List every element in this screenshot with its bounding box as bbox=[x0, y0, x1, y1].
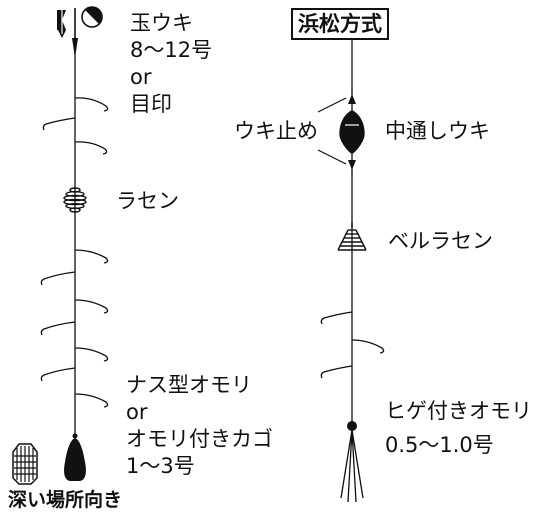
hook-branch bbox=[74, 141, 108, 155]
cage-label: オモリ付きカゴ bbox=[126, 427, 273, 451]
swivel-label: ラセン bbox=[116, 189, 179, 213]
hook-branch bbox=[320, 365, 353, 379]
marker-label: 目印 bbox=[130, 92, 172, 116]
sinker-size-label: 1〜3号 bbox=[126, 454, 195, 478]
left-float-icon bbox=[57, 10, 66, 38]
or-label-1: or bbox=[130, 65, 152, 89]
cage-sinker-icon bbox=[12, 443, 38, 485]
hook-branch bbox=[351, 339, 385, 354]
whisker-sinker-icon bbox=[340, 421, 364, 503]
whisker-sinker-label: ヒゲ付きオモリ bbox=[385, 399, 532, 423]
deep-note-label: 深い場所向き bbox=[8, 489, 123, 511]
hook-branch bbox=[40, 271, 76, 286]
sliding-float-icon bbox=[339, 110, 365, 154]
left-upper-hooks bbox=[42, 97, 109, 155]
float-size-label: 8〜12号 bbox=[130, 38, 213, 62]
bell-swivel-icon bbox=[337, 222, 367, 251]
hook-branch bbox=[320, 311, 353, 325]
hook-branch bbox=[74, 249, 109, 264]
float-stopper-upper-icon bbox=[317, 94, 356, 113]
bell-swivel-label: ベルラセン bbox=[388, 229, 493, 253]
whisker-sinker-size-label: 0.5〜1.0号 bbox=[385, 433, 494, 457]
hook-branch bbox=[74, 393, 109, 408]
hook-branch bbox=[74, 299, 109, 314]
right-hooks bbox=[320, 311, 385, 379]
float-stopper-lower-icon bbox=[317, 149, 356, 170]
or-label-2: or bbox=[126, 400, 148, 424]
sliding-float-label: 中通しウキ bbox=[385, 119, 490, 143]
left-swivel-icon bbox=[63, 187, 87, 213]
hook-branch bbox=[74, 347, 109, 362]
hook-branch bbox=[74, 97, 109, 112]
float-label: 玉ウキ bbox=[130, 11, 193, 35]
hook-branch bbox=[42, 117, 76, 131]
left-lower-hooks bbox=[40, 249, 109, 408]
left-marker-float-icon bbox=[72, 6, 103, 58]
nas-sinker-icon bbox=[64, 438, 86, 481]
rig-title: 浜松方式 bbox=[291, 8, 389, 40]
hook-branch bbox=[40, 321, 76, 336]
hook-branch bbox=[40, 367, 76, 382]
sinker-label: ナス型オモリ bbox=[126, 373, 252, 397]
stopper-label: ウキ止め bbox=[234, 119, 318, 143]
